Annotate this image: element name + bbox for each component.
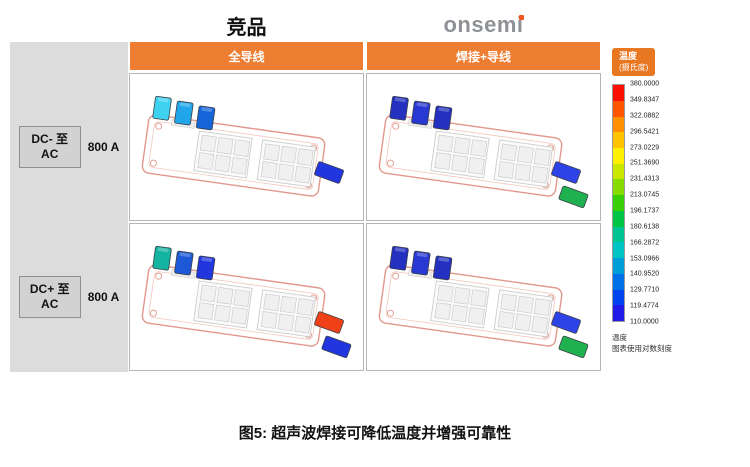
column-header-weld-wire: 焊接+导线 xyxy=(367,42,600,70)
legend-tick-label: 380.0000 xyxy=(630,80,660,88)
corner-cell xyxy=(10,42,128,72)
legend-tick-label: 296.5421 xyxy=(630,128,660,136)
legend-tick-label: 349.8347 xyxy=(630,96,660,104)
module-image-onsemi-dcminus xyxy=(366,73,601,221)
legend-tick-label: 322.0882 xyxy=(630,112,660,120)
legend-tick-label: 180.6138 xyxy=(630,223,660,231)
module-image-onsemi-dcplus xyxy=(366,223,601,371)
temperature-legend: 温度 (摄氏度) 380.0000 349.8347 322.0882 296.542… xyxy=(612,42,730,355)
legend-color-band xyxy=(613,148,624,164)
legend-color-band xyxy=(613,226,624,243)
row-label-box: DC- 至 AC xyxy=(18,126,81,168)
left-terminal xyxy=(411,100,431,126)
row-label-box: DC+ 至 AC xyxy=(18,276,81,318)
legend-bar xyxy=(612,84,625,323)
legend-title-box: 温度 (摄氏度) xyxy=(612,48,656,77)
competitor-header: 竞品 xyxy=(226,16,267,39)
legend-color-band xyxy=(613,163,624,180)
left-terminal xyxy=(174,250,194,276)
legend-tick-label: 129.7710 xyxy=(630,286,660,294)
legend-tick-label: 213.0745 xyxy=(630,191,660,199)
right-terminal xyxy=(314,311,344,334)
legend-color-band xyxy=(613,289,624,306)
legend-color-band xyxy=(613,210,624,227)
left-terminal xyxy=(195,255,216,281)
left-terminal xyxy=(389,245,409,271)
figure-body: 全导线 焊接+导线 DC- 至 AC 800 A xyxy=(10,42,750,372)
legend-labels: 380.0000 349.8347 322.0882 296.5421 273.0229… xyxy=(630,80,700,326)
module-svg xyxy=(141,95,344,197)
legend-color-band xyxy=(613,116,624,133)
brand-header: onsemi xyxy=(365,12,602,38)
legend-tick-label: 119.4774 xyxy=(630,302,659,310)
legend-tick-label: 231.4313 xyxy=(630,175,660,183)
legend-color-band xyxy=(613,258,624,274)
right-terminal xyxy=(314,161,344,184)
left-terminal xyxy=(195,105,216,131)
legend-tick-label: 153.0966 xyxy=(630,255,660,263)
row-current-value: 800 A xyxy=(87,290,120,304)
left-terminal xyxy=(432,255,453,281)
left-terminal xyxy=(152,245,172,271)
module-svg xyxy=(378,245,589,359)
right-terminal xyxy=(321,335,352,359)
legend-color-band xyxy=(613,273,624,290)
legend-tick-label: 196.1737 xyxy=(630,207,660,215)
legend-tick-label: 140.9520 xyxy=(630,270,660,278)
legend-title: 温度 xyxy=(619,51,638,61)
column-header-allwire: 全导线 xyxy=(130,42,363,70)
legend-color-band xyxy=(613,100,624,117)
left-terminal xyxy=(432,105,453,131)
module-image-competitor-dcminus xyxy=(129,73,364,221)
legend-tick-label: 110.0000 xyxy=(630,318,659,326)
legend-scale: 380.0000 349.8347 322.0882 296.5421 273.0229… xyxy=(612,80,730,326)
right-terminal xyxy=(558,185,589,209)
onsemi-logo: onsemi xyxy=(443,12,524,38)
module-svg xyxy=(141,245,352,359)
legend-color-band xyxy=(613,85,624,101)
onsemi-logo-text: onsemi xyxy=(443,12,524,37)
left-terminal xyxy=(174,100,194,126)
legend-tick-label: 273.0229 xyxy=(630,144,660,152)
legend-tick-label: 166.2872 xyxy=(630,239,660,247)
onsemi-logo-dot-icon xyxy=(518,15,524,20)
module-svg xyxy=(378,95,589,209)
right-terminal xyxy=(558,335,589,359)
left-terminal xyxy=(389,95,409,121)
left-terminal xyxy=(411,250,431,276)
module-image-competitor-dcplus xyxy=(129,223,364,371)
legend-color-band xyxy=(613,305,624,322)
brand-header-row: 竞品 onsemi xyxy=(10,8,750,42)
row-label-dc-plus: DC+ 至 AC 800 A xyxy=(10,222,128,372)
legend-tick-label: 251.3690 xyxy=(630,159,660,167)
legend-footer-title: 温度 xyxy=(612,333,627,343)
legend-color-band xyxy=(613,195,624,211)
right-terminal xyxy=(551,311,581,334)
legend-color-band xyxy=(613,242,624,259)
comparison-grid: 全导线 焊接+导线 DC- 至 AC 800 A xyxy=(10,42,602,372)
row-label-dc-minus: DC- 至 AC 800 A xyxy=(10,72,128,222)
legend-color-band xyxy=(613,132,624,149)
legend-color-band xyxy=(613,179,624,196)
legend-subtitle: (摄氏度) xyxy=(619,62,649,72)
legend-footer: 温度 图表使用对数刻度 xyxy=(612,332,730,355)
legend-footer-note: 图表使用对数刻度 xyxy=(612,344,672,354)
row-current-value: 800 A xyxy=(87,140,120,154)
figure-caption: 图5: 超声波焊接可降低温度并增强可靠性 xyxy=(238,425,512,442)
left-terminal xyxy=(152,95,172,121)
right-terminal xyxy=(551,161,581,184)
